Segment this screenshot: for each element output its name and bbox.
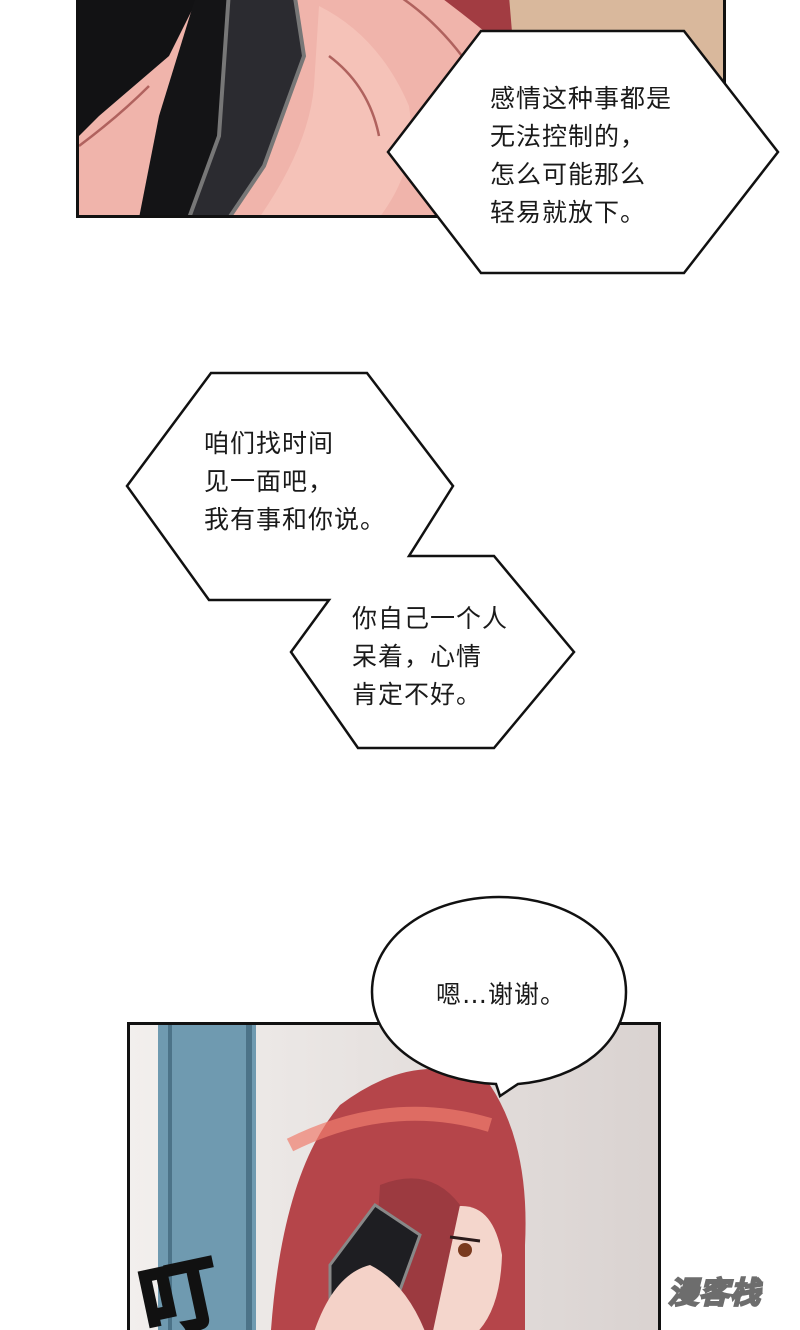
bubble-3-text: 你自己一个人 呆着，心情 肯定不好。 bbox=[352, 600, 508, 714]
bubble-4-text: 嗯…谢谢。 bbox=[436, 976, 566, 1014]
speech-bubble-4: 嗯…谢谢。 bbox=[368, 894, 630, 1098]
bottom-panel bbox=[127, 1022, 661, 1330]
bubble-2-line-1: 咱们找时间 bbox=[204, 429, 335, 458]
bubble-4-line-1: 嗯…谢谢。 bbox=[436, 980, 567, 1009]
bubble-1-line-3: 怎么可能那么 bbox=[490, 160, 647, 189]
bubble-3-line-3: 肯定不好。 bbox=[352, 680, 483, 709]
bubble-1-line-2: 无法控制的， bbox=[490, 122, 647, 151]
watermark-logo: 漫客栈 bbox=[667, 1275, 761, 1312]
bubble-2-text: 咱们找时间 见一面吧， 我有事和你说。 bbox=[204, 425, 386, 539]
double-hexagon-bubble-shape bbox=[125, 371, 576, 750]
bubble-3-line-1: 你自己一个人 bbox=[352, 604, 509, 633]
speech-bubble-group: 咱们找时间 见一面吧， 我有事和你说。 你自己一个人 呆着，心情 肯定不好。 bbox=[124, 370, 579, 752]
bubble-2-line-3: 我有事和你说。 bbox=[204, 505, 387, 534]
bubble-2-line-2: 见一面吧， bbox=[204, 467, 335, 496]
bubble-1-line-4: 轻易就放下。 bbox=[490, 198, 647, 227]
hexagon-bubble-shape bbox=[386, 29, 780, 275]
bubble-1-line-1: 感情这种事都是 bbox=[490, 84, 673, 113]
bubble-1-text: 感情这种事都是 无法控制的， 怎么可能那么 轻易就放下。 bbox=[490, 80, 672, 232]
round-bubble-shape bbox=[370, 895, 628, 1098]
speech-bubble-1: 感情这种事都是 无法控制的， 怎么可能那么 轻易就放下。 bbox=[385, 28, 781, 276]
girl-phone-illustration bbox=[130, 1025, 658, 1330]
bubble-3-line-2: 呆着，心情 bbox=[352, 642, 483, 671]
